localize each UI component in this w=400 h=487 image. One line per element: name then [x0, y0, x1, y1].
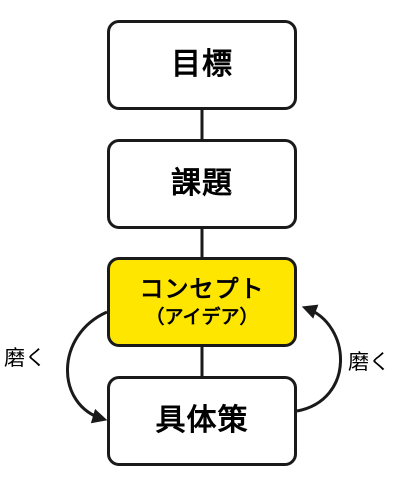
issue-label: 課題 — [171, 165, 233, 201]
refine-arrow-left — [66, 310, 108, 424]
concept-label: コンセプト — [139, 275, 265, 304]
goal-label: 目標 — [171, 46, 233, 82]
concept-box: コンセプト （アイデア） — [107, 257, 297, 347]
measure-box: 具体策 — [107, 376, 297, 466]
refine-arrow-right — [296, 304, 342, 413]
goal-box: 目標 — [107, 20, 297, 110]
refine-label-right: 磨く — [348, 350, 390, 374]
refine-label-left: 磨く — [4, 346, 46, 370]
measure-label: 具体策 — [155, 402, 249, 438]
concept-sub-label: （アイデア） — [145, 306, 259, 329]
issue-box: 課題 — [107, 139, 297, 229]
